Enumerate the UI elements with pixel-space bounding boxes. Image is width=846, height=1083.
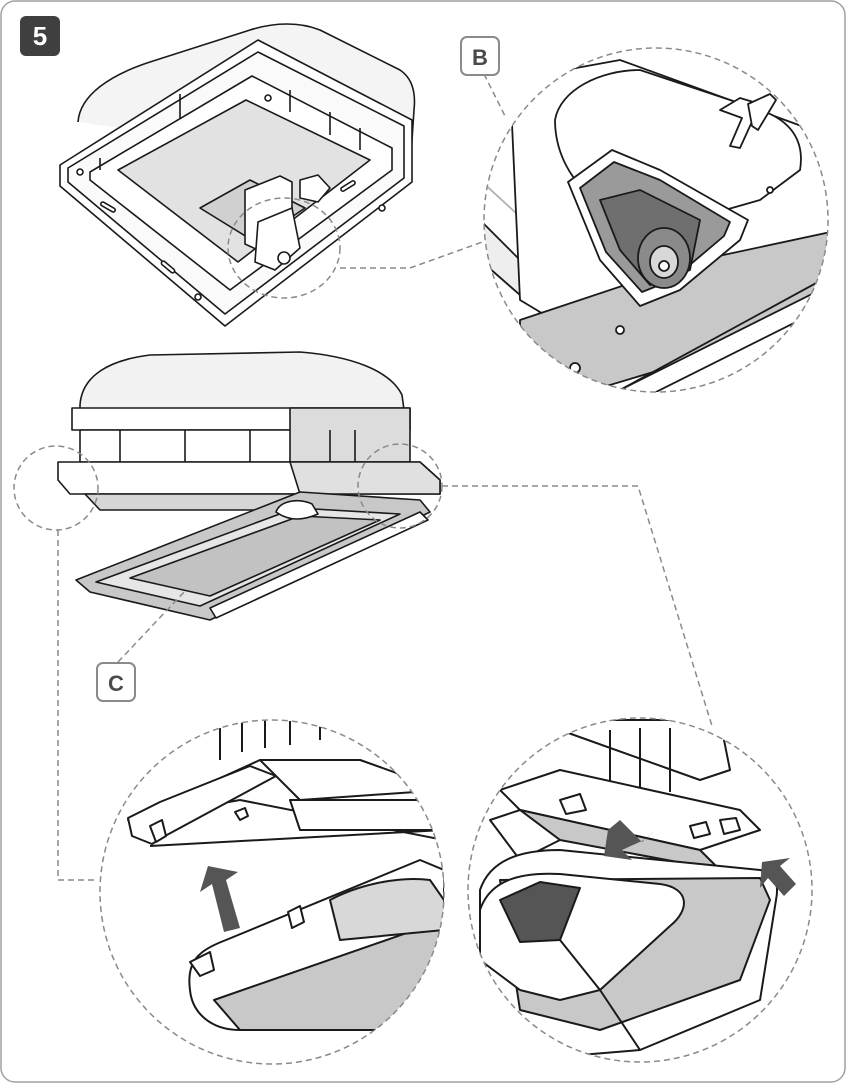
callout-b-label: B — [460, 36, 500, 76]
detail-c-left-marker — [13, 445, 99, 531]
detail-c-left-leader — [57, 530, 98, 881]
detail-b-hinge-socket — [484, 48, 828, 392]
step-number-badge: 5 — [20, 16, 60, 56]
roof-vent-side-view — [57, 351, 441, 621]
detail-c-left-border — [99, 719, 445, 1065]
detail-c-right-clip — [468, 718, 812, 1062]
detail-b-border — [483, 47, 829, 393]
callout-c-label: C — [96, 662, 136, 702]
roof-vent-top-view — [59, 23, 416, 327]
detail-b-leader — [340, 239, 489, 269]
detail-b-marker — [227, 197, 341, 299]
callout-b-leader — [483, 73, 507, 119]
detail-c-right-leader — [442, 485, 713, 727]
detail-c-left-clip — [100, 720, 444, 1064]
callout-c-leader — [117, 589, 187, 663]
detail-c-right-border — [467, 717, 813, 1063]
